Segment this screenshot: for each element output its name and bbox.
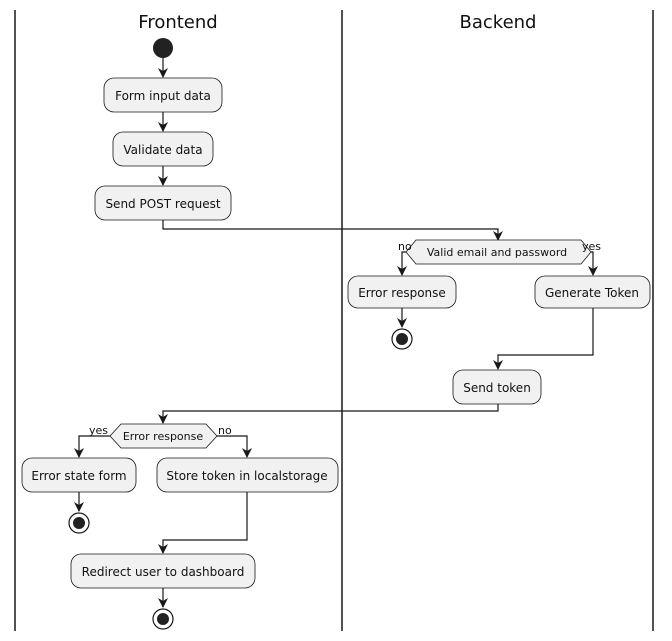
start-node — [153, 38, 173, 58]
branch-label-error-yes: yes — [89, 424, 108, 437]
activity-generate-token-label: Generate Token — [545, 286, 639, 300]
connector-valid-yes — [588, 251, 598, 276]
activity-send-token-label: Send token — [463, 381, 531, 395]
activity-backend-error-response-label: Error response — [358, 286, 446, 300]
activity-send-token — [452, 369, 542, 405]
connector-store-to-redirect — [158, 492, 248, 554]
connector-valid-no — [397, 251, 407, 276]
end-node-backend-inner — [396, 333, 408, 345]
activity-error-state-form-label: Error state form — [31, 469, 126, 483]
end-node-frontend-error-inner — [73, 517, 85, 529]
activity-redirect-label: Redirect user to dashboard — [82, 565, 245, 579]
activity-form-input-label: Form input data — [115, 89, 211, 103]
branch-label-valid-yes: yes — [582, 240, 601, 253]
activity-send-post-label: Send POST request — [105, 197, 220, 211]
activity-store-token-label: Store token in localstorage — [166, 469, 327, 483]
decision-error-response-label: Error response — [123, 430, 204, 443]
connector-post-to-backend — [162, 220, 503, 241]
activity-validate-label: Validate data — [123, 143, 202, 157]
branch-label-valid-no: no — [398, 240, 412, 253]
connector-token-to-frontend — [158, 404, 499, 424]
decision-valid-credentials-label: Valid email and password — [427, 246, 567, 259]
connector-error-no — [217, 435, 252, 458]
branch-label-error-no: no — [218, 424, 232, 437]
lane-title-backend: Backend — [460, 12, 537, 33]
connector-generate-to-send — [493, 308, 594, 370]
lane-title-frontend: Frontend — [138, 12, 217, 33]
end-node-frontend-inner — [157, 613, 169, 625]
connector-error-yes — [74, 435, 110, 458]
